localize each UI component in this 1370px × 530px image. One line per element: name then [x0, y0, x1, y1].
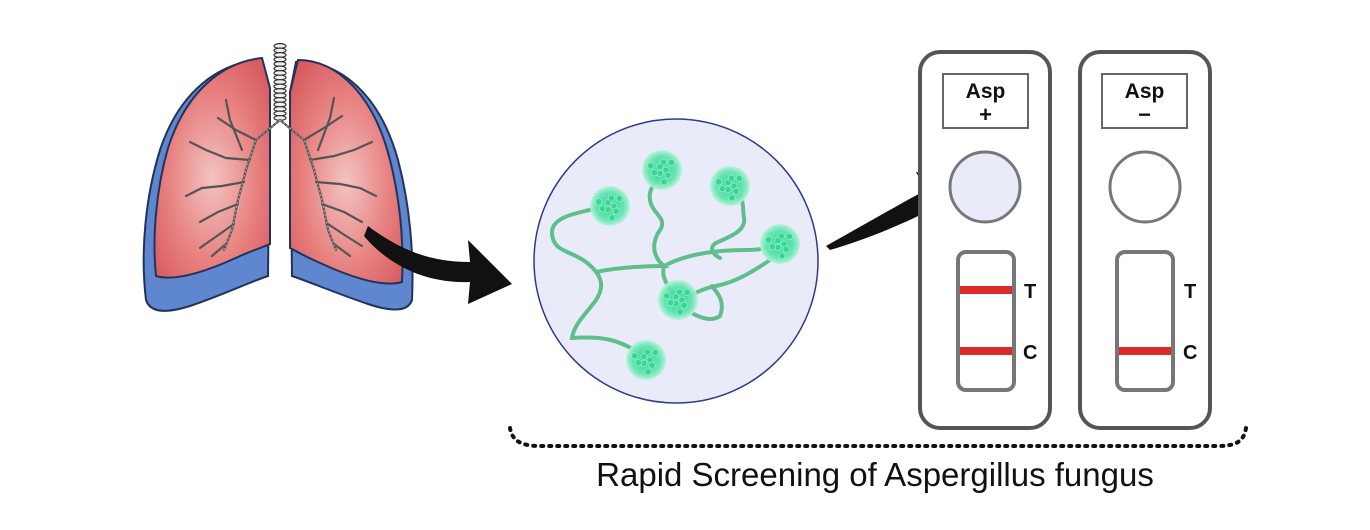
cassette-label-box	[1101, 73, 1188, 129]
lungs-illustration	[142, 42, 414, 312]
grouping-bracket	[508, 426, 1248, 448]
result-window	[1115, 250, 1175, 392]
control-line-label: C	[1023, 342, 1037, 364]
control-line	[960, 347, 1012, 355]
control-line-label: C	[1183, 342, 1197, 364]
spore-cluster	[760, 224, 800, 264]
test-line-label: T	[1024, 281, 1036, 303]
cassette-label-box	[942, 73, 1029, 129]
spore-cluster	[658, 280, 698, 320]
figure-caption: Rapid Screening of Aspergillus fungus	[596, 456, 1154, 493]
left-lung	[153, 56, 271, 279]
spore-cluster	[590, 186, 630, 226]
cassette-body	[918, 50, 1052, 430]
positive-test-cassette: Asp + T C	[918, 50, 1052, 430]
spore-cluster	[626, 340, 666, 380]
result-window	[956, 250, 1016, 392]
test-line	[960, 286, 1012, 294]
spore-cluster	[642, 150, 682, 190]
cassette-label-name: Asp	[966, 80, 1006, 103]
trachea	[273, 42, 287, 121]
fungal-spores	[590, 150, 800, 380]
control-line	[1119, 347, 1171, 355]
bronchial-detail	[223, 119, 337, 251]
sample-well	[948, 150, 1022, 224]
cassette-label-sign: +	[979, 102, 992, 127]
cassette-label-name: Asp	[1125, 80, 1165, 103]
cassette-body	[1078, 50, 1212, 430]
spore-cluster	[710, 166, 750, 206]
test-line-label: T	[1184, 281, 1196, 303]
negative-test-cassette: Asp − T C	[1078, 50, 1212, 430]
sample-well	[1108, 150, 1182, 224]
sample-circle-group	[533, 118, 819, 404]
cassette-label-sign: −	[1138, 102, 1151, 127]
arrow-lungs-to-sample	[364, 226, 512, 304]
